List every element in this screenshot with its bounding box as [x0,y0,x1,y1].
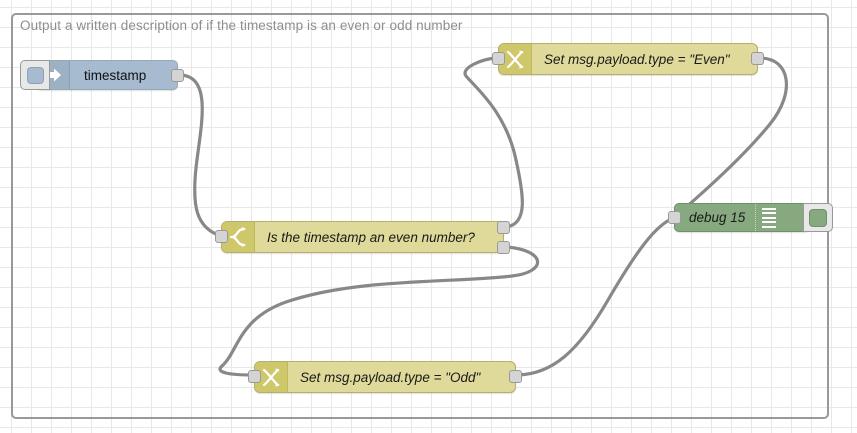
node-switch-output-port-2[interactable] [497,241,510,254]
change-shuffle-icon [499,44,532,74]
switch-branch-icon [222,222,255,252]
node-switch-even-check[interactable]: Is the timestamp an even number? [215,221,510,254]
node-change-even[interactable]: Set msg.payload.type = "Even" [492,43,764,75]
wire-odd-to-debug [516,216,676,377]
wire-even-to-debug [674,56,788,218]
node-change-odd-output-port[interactable] [509,370,522,383]
inject-button-knob [26,66,44,84]
wire-switch1-to-odd [218,245,540,377]
debug-button-knob [809,208,827,227]
node-debug-input-port[interactable] [668,211,681,224]
node-inject-timestamp[interactable]: timestamp [20,60,184,90]
node-switch-output-port-1[interactable] [497,221,510,234]
node-debug-15[interactable]: debug 15 [668,203,833,232]
node-switch-input-port[interactable] [215,230,228,243]
node-inject-output-port[interactable] [171,69,184,82]
flow-comment-text: Output a written description of if the t… [20,18,463,33]
node-change-odd[interactable]: Set msg.payload.type = "Odd" [248,361,522,393]
debug-lines-icon [755,204,782,231]
node-change-even-output-port[interactable] [751,52,764,65]
wire-inject-to-switch [178,73,223,238]
debug-toggle-button[interactable] [803,203,833,232]
node-change-even-input-port[interactable] [492,52,505,65]
inject-trigger-button[interactable] [20,60,50,90]
node-change-odd-label: Set msg.payload.type = "Odd" [300,369,481,385]
wire-switch0-to-even [463,56,524,229]
node-change-odd-input-port[interactable] [248,370,261,383]
node-change-even-label: Set msg.payload.type = "Even" [544,51,730,67]
node-debug-label: debug 15 [689,210,746,225]
node-inject-label: timestamp [84,67,147,83]
node-switch-label: Is the timestamp an even number? [267,229,475,245]
